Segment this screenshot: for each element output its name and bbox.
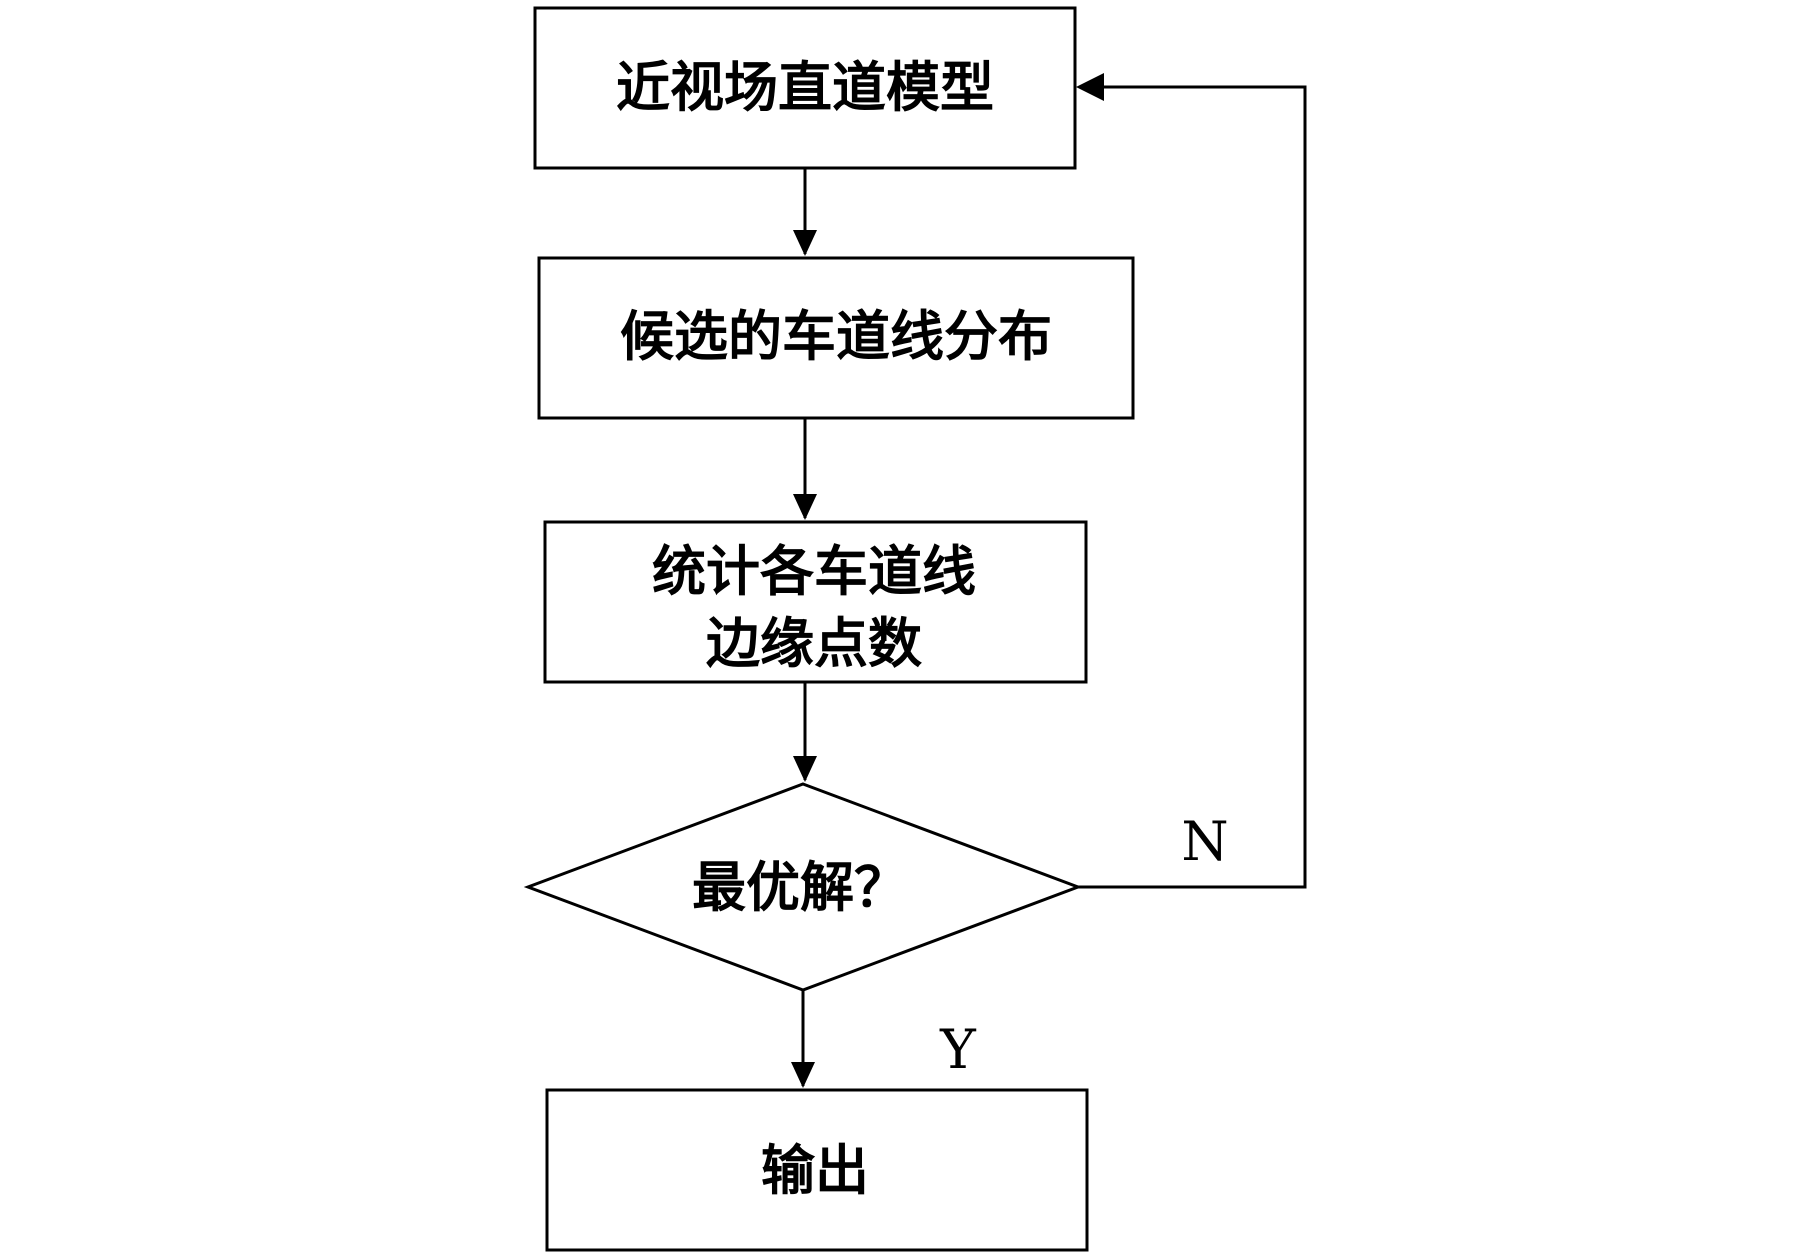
- count-edges-label-line1: 统计各车道线: [652, 540, 976, 603]
- arrowhead-candidates-to-count: [793, 494, 817, 520]
- arrowhead-decision-yes: [791, 1062, 815, 1088]
- optimal-decision-label: 最优解？: [692, 856, 908, 919]
- output-label: 输出: [761, 1139, 869, 1202]
- count-edges-node: 统计各车道线 边缘点数: [543, 520, 1088, 684]
- edge-decision-no-loop: [1078, 85, 1307, 889]
- near-field-model-box: [533, 6, 1077, 170]
- near-field-model-label: 近视场直道模型: [616, 56, 994, 119]
- optimal-decision-node: 最优解？: [523, 782, 1083, 992]
- output-box: [545, 1088, 1089, 1252]
- arrowhead-model-to-candidates: [793, 230, 817, 256]
- candidate-lanes-box: [537, 256, 1135, 420]
- near-field-model-node: 近视场直道模型: [533, 6, 1077, 170]
- branch-label-yes: Y: [939, 1018, 977, 1081]
- candidate-lanes-node: 候选的车道线分布: [537, 256, 1135, 420]
- arrowhead-count-to-decision: [793, 756, 817, 782]
- count-edges-label-line2: 边缘点数: [706, 612, 922, 675]
- output-node: 输出: [545, 1088, 1089, 1252]
- candidate-lanes-label: 候选的车道线分布: [620, 305, 1052, 368]
- arrowhead-decision-no-loop: [1076, 73, 1104, 101]
- count-edges-box: [543, 520, 1088, 684]
- branch-label-no: N: [1181, 810, 1228, 873]
